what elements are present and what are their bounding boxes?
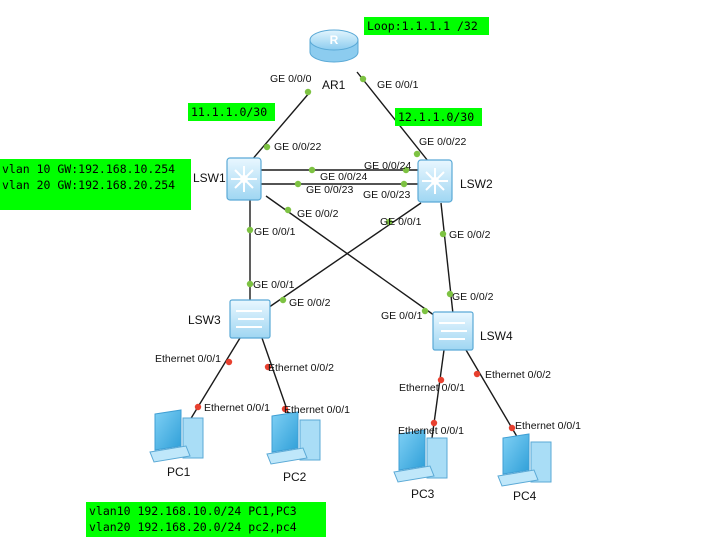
port-dot-lsw4-ge001	[421, 307, 429, 315]
port-dot-pc3-eth	[430, 419, 438, 427]
link-lsw1-lsw4	[265, 195, 439, 319]
port-label-pc4-eth: Ethernet 0/0/1	[515, 420, 581, 432]
port-dot-ar1-ge001	[359, 75, 367, 83]
svg-text:vlan20 192.168.20.0/24 pc2,pc4: vlan20 192.168.20.0/24 pc2,pc4	[89, 520, 297, 534]
device-label-pc1: PC1	[167, 465, 191, 479]
port-label-pc2-eth: Ethernet 0/0/1	[284, 404, 350, 416]
port-label-lsw3-eth001: Ethernet 0/0/1	[155, 353, 221, 365]
switch-lsw1[interactable]: LSW1	[193, 157, 262, 201]
svg-text:vlan10 192.168.10.0/24 PC1,PC3: vlan10 192.168.10.0/24 PC1,PC3	[89, 504, 297, 518]
port-dot-lsw1-ge001	[246, 226, 254, 234]
port-label-lsw2-ge002: GE 0/0/2	[449, 229, 491, 241]
core-switch-icon	[417, 159, 453, 203]
device-label-ar1: AR1	[322, 78, 346, 92]
port-label-lsw1-ge0024: GE 0/0/24	[320, 171, 367, 183]
port-dot-pc2-eth	[281, 405, 289, 413]
desktop-pc-icon	[266, 411, 321, 465]
port-label-lsw2-ge0023: GE 0/0/23	[363, 189, 410, 201]
core-switch-icon	[226, 157, 262, 201]
port-dot-lsw3-ge001	[246, 280, 254, 288]
desktop-pc-icon	[393, 429, 448, 483]
device-label-lsw2: LSW2	[460, 177, 493, 191]
pc-pc3[interactable]: PC3	[393, 429, 448, 501]
note-vlan-hosts: vlan10 192.168.10.0/24 PC1,PC3 vlan20 19…	[86, 502, 326, 537]
port-dot-lsw1-ge0024	[308, 166, 316, 174]
port-dot-lsw2-ge002	[439, 230, 447, 238]
port-label-lsw1-ge0023: GE 0/0/23	[306, 184, 353, 196]
svg-text:R: R	[330, 33, 339, 47]
port-dot-pc4-eth	[508, 424, 516, 432]
switch-lsw4[interactable]: LSW4	[432, 311, 513, 351]
port-label-lsw1-ge0022: GE 0/0/22	[274, 141, 321, 153]
port-dot-lsw1-ge0023	[294, 180, 302, 188]
port-dot-lsw4-eth002	[473, 370, 481, 378]
device-label-pc4: PC4	[513, 489, 537, 503]
port-label-lsw1-ge002: GE 0/0/2	[297, 208, 339, 220]
svg-text:12.1.1.0/30: 12.1.1.0/30	[398, 110, 474, 124]
pc-pc1[interactable]: PC1	[149, 409, 204, 479]
port-dot-pc1-eth	[194, 403, 202, 411]
port-dot-lsw2-ge0024	[402, 166, 410, 174]
note-loopback: Loop:1.1.1.1 /32	[364, 17, 489, 35]
link-lsw2-lsw3	[261, 202, 422, 313]
link-ar1-lsw2	[356, 71, 433, 167]
port-label-lsw2-ge0024: GE 0/0/24	[364, 160, 411, 172]
port-dot-lsw2-ge0023	[400, 180, 408, 188]
link-lsw4-pc4	[465, 349, 520, 441]
link-ar1-lsw1	[244, 91, 311, 169]
device-label-lsw1: LSW1	[193, 171, 226, 185]
port-label-lsw2-ge001: GE 0/0/1	[380, 216, 422, 228]
port-dot-lsw2-ge001	[385, 218, 393, 226]
port-label-lsw4-eth001: Ethernet 0/0/1	[399, 382, 465, 394]
port-dot-lsw3-eth001	[225, 358, 233, 366]
pc-pc2[interactable]: PC2	[266, 411, 321, 484]
port-dot-lsw4-ge002	[446, 290, 454, 298]
port-dot-lsw3-eth002	[264, 363, 272, 371]
switch-lsw3[interactable]: LSW3	[188, 299, 271, 339]
svg-text:11.1.1.0/30: 11.1.1.0/30	[191, 105, 267, 119]
device-label-pc3: PC3	[411, 487, 435, 501]
svg-text:vlan 10 GW:192.168.10.254: vlan 10 GW:192.168.10.254	[2, 162, 175, 176]
port-label-lsw3-ge001: GE 0/0/1	[253, 279, 295, 291]
port-label-ar1-ge000: GE 0/0/0	[270, 73, 312, 85]
port-label-lsw2-ge0022: GE 0/0/22	[419, 136, 466, 148]
desktop-pc-icon	[497, 433, 552, 487]
pc-pc4[interactable]: PC4	[497, 433, 552, 503]
switch-lsw2[interactable]: LSW2	[417, 159, 493, 203]
port-label-lsw4-eth002: Ethernet 0/0/2	[485, 369, 551, 381]
port-label-pc3-eth: Ethernet 0/0/1	[398, 425, 464, 437]
port-label-pc1-eth: Ethernet 0/0/1	[204, 402, 270, 414]
port-dot-lsw2-ge0022	[413, 150, 421, 158]
desktop-pc-icon	[149, 409, 204, 463]
device-label-pc2: PC2	[283, 470, 307, 484]
port-label-ar1-ge001: GE 0/0/1	[377, 79, 419, 91]
port-dot-lsw4-eth001	[437, 376, 445, 384]
port-label-lsw1-ge001: GE 0/0/1	[254, 226, 296, 238]
port-dot-lsw1-ge0022	[263, 143, 271, 151]
svg-text:Loop:1.1.1.1 /32: Loop:1.1.1.1 /32	[367, 19, 478, 33]
port-dot-lsw3-ge002	[279, 296, 287, 304]
device-label-lsw4: LSW4	[480, 329, 513, 343]
note-gateways: vlan 10 GW:192.168.10.254 vlan 20 GW:192…	[0, 159, 191, 210]
access-switch-icon	[432, 311, 474, 351]
access-switch-icon	[229, 299, 271, 339]
port-dot-lsw1-ge002	[284, 206, 292, 214]
port-dot-ar1-ge000	[304, 88, 312, 96]
router-icon: R	[309, 29, 359, 63]
port-label-lsw4-ge002: GE 0/0/2	[452, 291, 494, 303]
note-net-left: 11.1.1.0/30	[188, 103, 275, 121]
router-ar1[interactable]: R AR1	[309, 29, 359, 92]
svg-text:vlan 20 GW:192.168.20.254: vlan 20 GW:192.168.20.254	[2, 178, 175, 192]
port-label-lsw3-eth002: Ethernet 0/0/2	[268, 362, 334, 374]
note-net-right: 12.1.1.0/30	[395, 108, 482, 126]
port-label-lsw4-ge001: GE 0/0/1	[381, 310, 423, 322]
port-label-lsw3-ge002: GE 0/0/2	[289, 297, 331, 309]
device-label-lsw3: LSW3	[188, 313, 221, 327]
